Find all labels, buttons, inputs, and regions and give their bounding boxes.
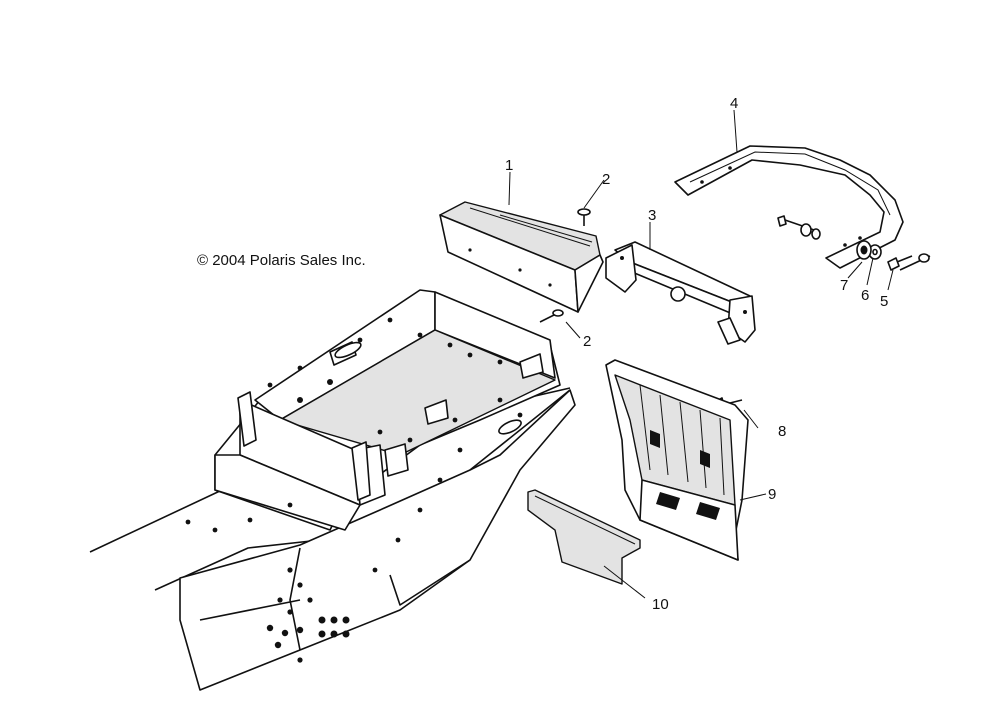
bolt-lower-part [887, 253, 931, 271]
callout-4: 4 [730, 95, 738, 112]
callout-2-lower: 2 [583, 333, 591, 350]
washers-upper [800, 223, 821, 240]
washer-part [868, 244, 882, 260]
bumper-bracket-part [605, 241, 756, 345]
copyright-notice: © 2004 Polaris Sales Inc. [197, 252, 366, 269]
callout-1: 1 [505, 157, 513, 174]
callout-labels: 1 2 2 3 4 5 6 7 8 9 10 [505, 95, 888, 613]
rear-bumper-part [674, 145, 904, 269]
chassis-tunnel [89, 289, 576, 691]
lock-washer-part [856, 240, 872, 260]
push-rivet-lower-part [539, 309, 564, 323]
callout-3: 3 [648, 207, 656, 224]
callout-6: 6 [861, 287, 869, 304]
callout-10: 10 [652, 596, 669, 613]
seat-pad-part [439, 201, 604, 313]
leader-lines [508, 109, 894, 599]
hole-pattern [266, 567, 350, 663]
callout-5: 5 [880, 293, 888, 310]
flap-plate-part [527, 489, 641, 585]
rivet-holes [185, 317, 523, 573]
callout-7: 7 [840, 277, 848, 294]
callout-8: 8 [778, 423, 786, 440]
callout-2-upper: 2 [602, 171, 610, 188]
snow-flap-part [605, 359, 749, 561]
push-rivet-upper-part [577, 208, 591, 226]
callout-9: 9 [768, 486, 776, 503]
